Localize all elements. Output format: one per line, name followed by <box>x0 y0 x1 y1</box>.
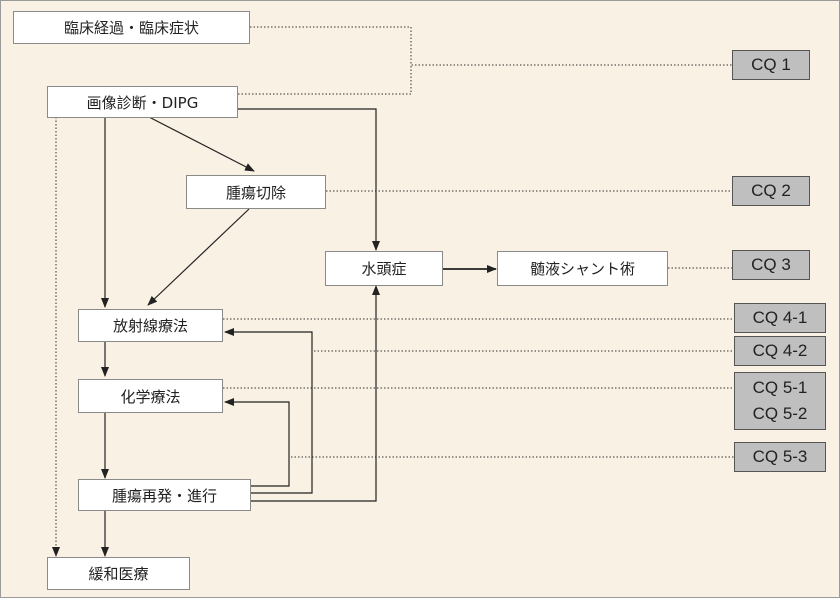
node-radiotherapy: 放射線療法 <box>78 309 223 342</box>
cq4-2-box: CQ 4-2 <box>734 336 826 366</box>
node-palliative: 緩和医療 <box>47 557 190 590</box>
cq5-box: CQ 5-1 CQ 5-2 <box>734 372 826 430</box>
cq4-2-label: CQ 4-2 <box>752 341 808 360</box>
node-chemotherapy: 化学療法 <box>78 379 223 413</box>
cq5-1-label: CQ 5-1 <box>752 378 808 397</box>
cq2-box: CQ 2 <box>732 176 810 206</box>
cq3-box: CQ 3 <box>732 250 810 280</box>
link-cq1 <box>250 26 732 66</box>
cq1-box: CQ 1 <box>732 50 810 80</box>
node-csf-shunt: 髄液シャント術 <box>497 251 668 286</box>
cq1-label: CQ 1 <box>751 55 791 74</box>
cq5-2-label: CQ 5-2 <box>752 404 808 423</box>
cq4-1-label: CQ 4-1 <box>752 308 808 327</box>
link-cq1-imaging <box>238 65 412 95</box>
node-imaging: 画像診断・DIPG <box>47 86 238 118</box>
cq3-label: CQ 3 <box>751 255 791 274</box>
node-resection: 腫瘍切除 <box>186 175 326 209</box>
cq5-3-box: CQ 5-3 <box>734 442 826 472</box>
arrow-imaging-hydrocephalus <box>238 108 380 251</box>
cq4-1-box: CQ 4-1 <box>734 303 826 333</box>
arrow-recurrence-chemotherapy <box>224 398 290 487</box>
arrow-recurrence-hydrocephalus <box>251 285 380 502</box>
node-clinical: 臨床経過・臨床症状 <box>13 11 250 44</box>
arrow-recurrence-radiotherapy <box>224 328 313 494</box>
node-hydrocephalus: 水頭症 <box>325 251 443 286</box>
node-recurrence: 腫瘍再発・進行 <box>78 479 251 511</box>
arrow-imaging-resection <box>148 116 255 172</box>
arrow-resection-radiotherapy <box>147 208 250 306</box>
cq5-3-label: CQ 5-3 <box>752 447 808 466</box>
cq2-label: CQ 2 <box>751 181 791 200</box>
